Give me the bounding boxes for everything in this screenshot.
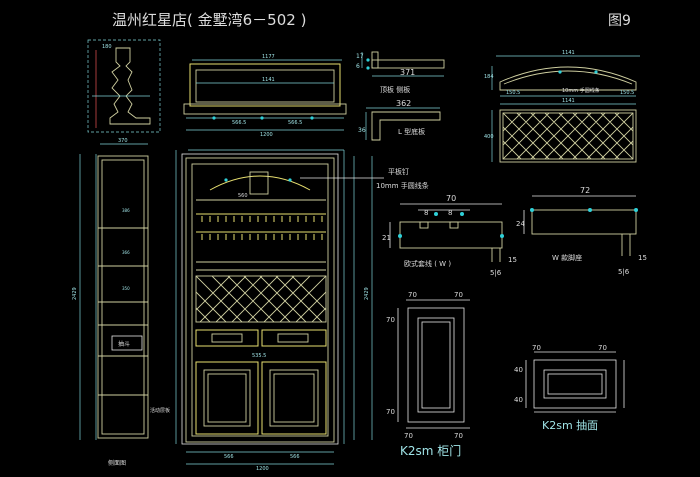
door-caption: K2sm 柜门 bbox=[400, 443, 461, 458]
l-board-height: 36 bbox=[358, 127, 366, 134]
side-view-depth: 370 bbox=[118, 138, 128, 144]
drawer-dim-t: 40 bbox=[514, 366, 523, 374]
w-foot-width: 72 bbox=[580, 186, 590, 195]
lattice-panel-height: 400 bbox=[484, 134, 494, 140]
top-plan-dim-total: 1200 bbox=[260, 132, 273, 138]
top-plan-dim-left: 566.5 bbox=[232, 120, 246, 126]
arched-panel-dim-top: 1141 bbox=[562, 50, 575, 56]
top-plan-dim-inner: 1141 bbox=[262, 77, 275, 83]
front-top-dim: 560 bbox=[238, 193, 248, 199]
drawing-title: 温州红星店( 金墅湾6－502 ) bbox=[112, 11, 306, 29]
w-foot-base: 72 24 15 5|6 W 款脚座 bbox=[516, 186, 647, 276]
front-drawer-dim: 535.5 bbox=[252, 353, 266, 359]
arched-panel: 1141 184 150.5 150.5 10mm 手圆线条 bbox=[484, 50, 640, 97]
side-view: 2429 抽斗 370 386 366 350 活动层板 侧面图 bbox=[72, 138, 170, 467]
front-elevation: 560 535.5 566 566 1 bbox=[175, 149, 373, 472]
plinth-w-caption: 欧式套线 ( W ) bbox=[404, 259, 451, 268]
w-foot-caption: W 款脚座 bbox=[552, 253, 582, 262]
arched-panel-caption: 10mm 手圆线条 bbox=[562, 87, 600, 94]
side-view-total-height: 2429 bbox=[72, 287, 78, 300]
european-plinth: 70 8 8 21 15 5|6 欧式套线 ( W ) bbox=[382, 194, 517, 277]
top-plan: 1177 1141 566.5 566.5 1200 bbox=[183, 54, 347, 138]
front-dim-total: 1200 bbox=[256, 466, 269, 472]
top-board-caption: 顶板 侧板 bbox=[380, 85, 410, 94]
side-view-note: 活动层板 bbox=[150, 407, 170, 414]
w-foot-leg-dims: 5|6 bbox=[618, 268, 630, 276]
drawer-dim-b: 40 bbox=[514, 396, 523, 404]
arched-panel-dim-l: 150.5 bbox=[506, 90, 520, 96]
top-board-width: 371 bbox=[400, 68, 415, 77]
door-dim-l: 70 bbox=[408, 291, 417, 299]
door-dim-r: 70 bbox=[454, 291, 463, 299]
front-dim-left: 566 bbox=[224, 454, 234, 460]
side-view-drawer-label: 抽斗 bbox=[118, 340, 130, 348]
top-plan-dim-outer: 1177 bbox=[262, 54, 275, 60]
door-dim-br: 70 bbox=[454, 432, 463, 440]
plinth-w-dim-b: 8 bbox=[448, 209, 452, 217]
lattice-panel: 1141 400 bbox=[484, 98, 637, 163]
w-foot-leg: 15 bbox=[638, 254, 647, 262]
top-plan-dim-right: 566.5 bbox=[288, 120, 302, 126]
callout-flat-nail: 平板钉 bbox=[388, 167, 409, 176]
drawer-dim-l: 70 bbox=[532, 344, 541, 352]
plinth-w-dim-a: 8 bbox=[424, 209, 428, 217]
profile-detail: 180 bbox=[87, 39, 161, 133]
door-dim-t: 70 bbox=[386, 316, 395, 324]
door-dim-bl: 70 bbox=[404, 432, 413, 440]
l-base-board: 362 36 L 型底板 bbox=[358, 99, 441, 141]
top-board-dim-v2: 6 bbox=[356, 63, 360, 70]
figure-number: 图9 bbox=[608, 13, 631, 29]
side-view-shelf-1: 386 bbox=[122, 208, 130, 213]
drawer-caption: K2sm 抽面 bbox=[542, 418, 598, 432]
top-board-detail: 17 6 371 顶板 侧板 bbox=[356, 51, 445, 94]
side-view-caption: 侧面图 bbox=[108, 459, 126, 467]
top-board-dim-v1: 17 bbox=[356, 53, 364, 60]
w-foot-height: 24 bbox=[516, 220, 525, 228]
plinth-w-foot-dims: 5|6 bbox=[490, 269, 502, 277]
l-board-caption: L 型底板 bbox=[398, 127, 425, 136]
k2sm-cabinet-door: 70 70 70 70 70 70 K2sm 柜门 bbox=[386, 291, 470, 458]
arched-panel-dim-r: 150.5 bbox=[620, 90, 634, 96]
profile-detail-dim: 180 bbox=[102, 44, 112, 50]
side-view-shelf-2: 366 bbox=[122, 250, 130, 255]
front-dim-right: 566 bbox=[290, 454, 300, 460]
callout-molding: 10mm 手圆线条 bbox=[376, 181, 429, 190]
drawer-dim-r: 70 bbox=[598, 344, 607, 352]
lattice-panel-width: 1141 bbox=[562, 98, 575, 104]
k2sm-drawer-face: 70 70 40 40 K2sm 抽面 bbox=[514, 344, 625, 432]
front-dim-height: 2429 bbox=[364, 287, 370, 300]
plinth-w-width: 70 bbox=[446, 194, 456, 203]
plinth-w-foot: 15 bbox=[508, 256, 517, 264]
plinth-w-height: 21 bbox=[382, 234, 391, 242]
side-view-shelf-3: 350 bbox=[122, 286, 130, 291]
arched-panel-dim-left: 184 bbox=[484, 74, 494, 80]
l-board-width: 362 bbox=[396, 99, 411, 108]
door-dim-b: 70 bbox=[386, 408, 395, 416]
